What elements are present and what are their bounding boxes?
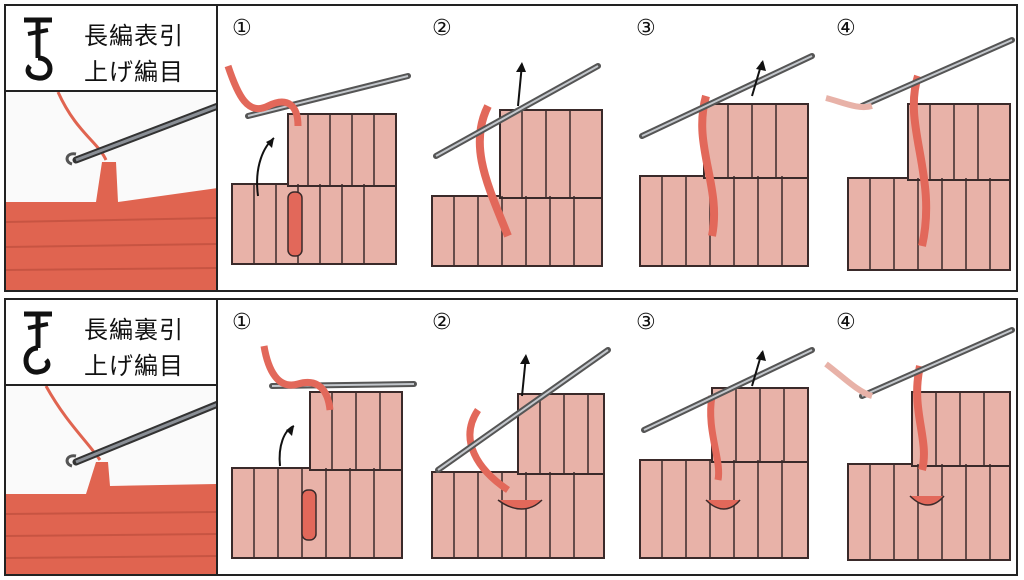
back-post-step-3: ③ (622, 300, 822, 574)
back-post-step-4-illustration (824, 327, 1015, 561)
front-post-step-3: ③ (622, 6, 822, 290)
front-post-title-line1: 長編表引 (84, 22, 184, 50)
front-post-photo (6, 92, 218, 290)
front-post-section: 長編表引 上げ編目 ① (4, 4, 1018, 292)
back-post-step-1: ① (218, 300, 418, 574)
back-post-step-3-illustration (639, 347, 815, 559)
back-post-photo (6, 386, 218, 574)
back-post-step-1-illustration (231, 345, 417, 559)
back-post-steps: ① (218, 300, 1016, 574)
step-number: ② (432, 310, 452, 335)
back-post-title-line1: 長編裏引 (84, 316, 184, 344)
step-number: ① (232, 16, 252, 41)
back-post-step-2-illustration (431, 347, 611, 559)
back-post-double-crochet-symbol-icon (23, 311, 52, 375)
front-post-steps: ① (218, 6, 1016, 290)
step-number: ④ (836, 16, 856, 41)
step-number: ① (232, 310, 252, 335)
back-post-step-4: ④ (822, 300, 1022, 574)
front-post-step-2-illustration (431, 62, 603, 267)
step-number: ③ (636, 16, 656, 41)
back-post-section: 長編裏引 上げ編目 ① (4, 298, 1018, 576)
back-post-title-box: 長編裏引 上げ編目 (6, 300, 218, 386)
front-post-step-1: ① (218, 6, 418, 290)
step-number: ③ (636, 310, 656, 335)
front-post-step-4-illustration (825, 37, 1015, 271)
back-post-title-line2: 上げ編目 (84, 352, 184, 380)
step-number: ④ (836, 310, 856, 335)
front-post-step-1-illustration (224, 64, 411, 265)
front-post-double-crochet-symbol-icon (24, 17, 53, 81)
front-post-step-2: ② (418, 6, 618, 290)
front-post-title-line2: 上げ編目 (84, 58, 184, 86)
front-post-step-4: ④ (822, 6, 1022, 290)
front-post-step-3-illustration (639, 53, 815, 267)
front-post-title-box: 長編表引 上げ編目 (6, 6, 218, 92)
step-number: ② (432, 16, 452, 41)
back-post-step-2: ② (418, 300, 618, 574)
